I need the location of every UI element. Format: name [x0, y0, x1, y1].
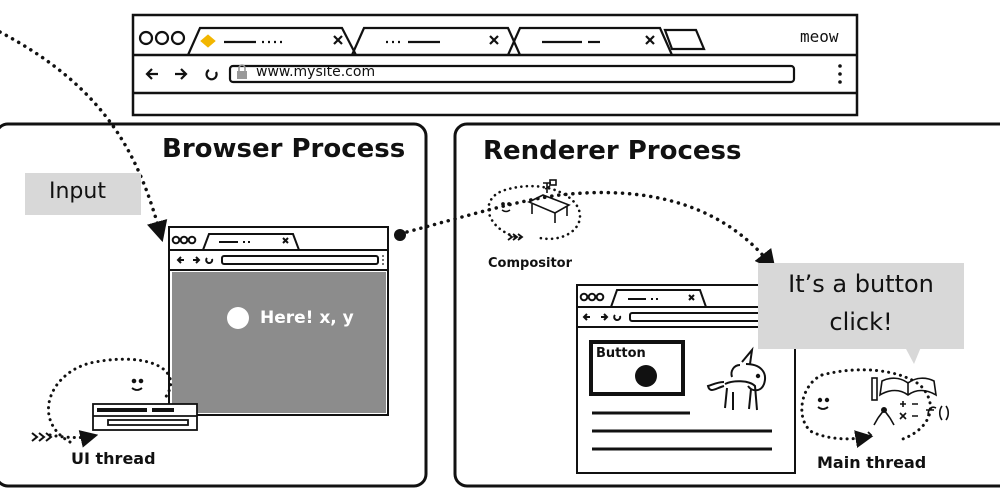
input-tag: Input	[25, 173, 141, 215]
profile-name-label[interactable]: meow	[800, 27, 839, 46]
page-button-label: Button	[596, 346, 646, 361]
speech-bubble-tail	[905, 347, 921, 364]
tab-active[interactable]	[186, 26, 357, 56]
click-point-dot	[227, 307, 249, 329]
new-tab-button[interactable]	[663, 28, 706, 51]
main-thread-arrow	[800, 373, 874, 448]
lock-icon	[237, 71, 247, 79]
ui-thread-face-icon	[131, 378, 144, 391]
ui-thread-mini-browser-icon	[92, 403, 198, 431]
renderer-process-title: Renderer Process	[483, 136, 742, 166]
site-favicon-icon	[200, 34, 216, 48]
speech-bubble	[758, 263, 964, 349]
page-button[interactable]	[589, 340, 685, 396]
ui-thread-speed-icon	[31, 432, 53, 442]
input-label: Input	[49, 179, 106, 204]
address-bar[interactable]	[228, 64, 796, 84]
address-bar-text: www.mysite.com	[256, 64, 376, 80]
main-thread-book-icon	[871, 377, 938, 401]
main-thread-speed-icon	[867, 431, 873, 439]
ipc-origin-dot	[394, 229, 406, 241]
forward-arrow-icon[interactable]	[175, 68, 188, 80]
renderer-process-panel	[453, 122, 1000, 488]
compositor-speed-icon	[507, 233, 524, 241]
close-tab-icon[interactable]	[645, 35, 655, 45]
compositor-loop	[487, 184, 582, 241]
compositor-label: Compositor	[488, 256, 573, 271]
reload-icon[interactable]	[205, 69, 218, 81]
main-thread-label: Main thread	[817, 453, 927, 472]
speech-bubble-line2: click!	[829, 308, 893, 336]
tab-third[interactable]	[506, 26, 674, 56]
click-coordinates-label: Here! x, y	[260, 308, 354, 328]
compositor-face-icon	[501, 202, 511, 213]
menu-kebab-icon[interactable]	[838, 64, 842, 84]
main-thread-face-icon	[817, 397, 830, 410]
ipc-arrow	[405, 190, 776, 271]
browser-process-title: Browser Process	[162, 134, 406, 164]
main-thread-math-icon	[873, 401, 950, 426]
ui-thread-label: UI thread	[71, 449, 156, 468]
input-arrow	[0, 30, 168, 243]
close-tab-icon[interactable]	[489, 35, 499, 45]
window-controls	[138, 30, 186, 46]
page-viewport	[172, 272, 386, 413]
speech-bubble-line1: It’s a button	[788, 270, 934, 298]
ui-thread-arrow	[48, 430, 99, 448]
mini-browser-window	[168, 226, 389, 416]
unicorn-icon	[706, 346, 766, 411]
close-tab-icon[interactable]	[333, 35, 343, 45]
back-arrow-icon[interactable]	[145, 68, 158, 80]
page-text-lines	[592, 411, 772, 451]
mini-menu-icon	[382, 255, 384, 265]
lock-shackle	[238, 64, 246, 71]
cursor-click-dot	[635, 365, 657, 387]
compositor-desk-icon	[527, 179, 571, 223]
browser-process-panel	[0, 122, 428, 488]
